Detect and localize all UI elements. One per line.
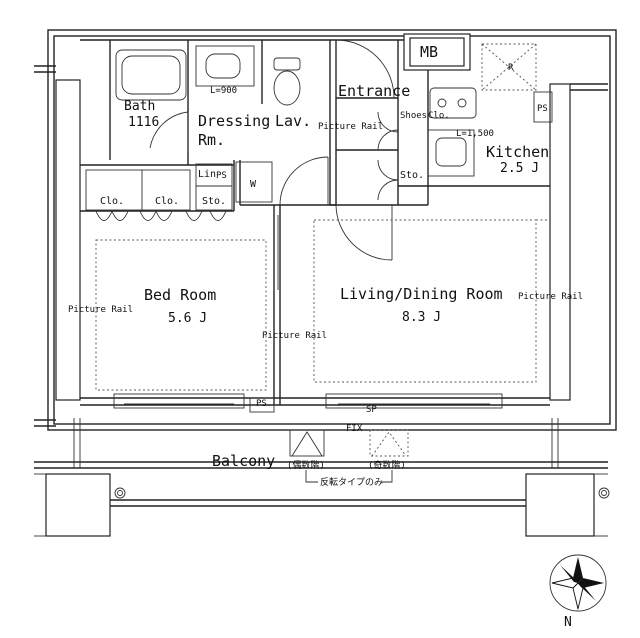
compass-rose-icon [549,554,607,612]
kitchen-size-label: 2.5 J [500,161,539,176]
door-swings [95,39,399,290]
fix-label: FIX [346,424,363,434]
bedroom-label: Bed Room [144,286,216,304]
picture-rail-partition-label: Picture Rail [262,331,327,341]
shoes-label: Shoes [400,111,427,121]
living-size-label: 8.3 J [402,310,441,325]
balcony-label: Balcony [212,452,275,470]
sp-label: SP [366,405,377,415]
picture-rail-living-label: Picture Rail [518,292,583,302]
closet-2-label: Clo. [155,196,179,207]
linen-label: Lin [198,169,216,180]
kitchen-width-label: L=1,500 [456,129,494,139]
storage-2-label: Sto. [400,170,424,181]
reverse-note-label: 反転タイプのみ [320,477,383,488]
ps-bedroom-label: PS [256,399,267,409]
living-dining-label: Living/Dining Room [340,285,503,303]
mb-label: MB [420,43,438,61]
picture-rail-entrance-label: Picture Rail [318,122,383,132]
storage-1-label: Sto. [202,196,226,207]
bath-label: Bath [124,99,155,114]
kitchen-label: Kitchen [486,143,549,161]
washer-label: W [250,179,257,190]
windows [113,393,503,413]
balcony-structure [34,418,610,537]
odd-floor-label: (偶数階) [287,459,325,471]
ps-kitchen-label: PS [537,104,548,114]
lav-width-label: L=900 [210,86,237,96]
picture-rail-bedroom-label: Picture Rail [68,305,133,315]
picture-rail-dashes [95,219,548,391]
lav-label: Lav. [275,112,311,130]
entrance-label: Entrance [338,82,410,100]
dressing-label: Dressing [198,112,270,130]
exterior-walls [34,29,617,431]
evacuation-hatch-dashed-icon [369,429,409,457]
fixtures [85,33,553,211]
shoes-closet-label: Clo. [428,111,450,121]
ps-dressing-label: PS [216,171,227,181]
evacuation-hatch-icon [289,429,325,457]
closet-1-label: Clo. [100,196,124,207]
reverse-note-bracket-right [382,470,393,483]
interior-walls [80,39,550,406]
dressing-rm-label: Rm. [198,131,225,149]
refrigerator-label: R [508,63,514,73]
even-floor-label: (奇数階) [368,459,406,471]
bedroom-size-label: 5.6 J [168,311,207,326]
bath-size-label: 1116 [128,115,159,130]
north-label: N [564,615,572,630]
reverse-note-bracket [305,470,318,483]
